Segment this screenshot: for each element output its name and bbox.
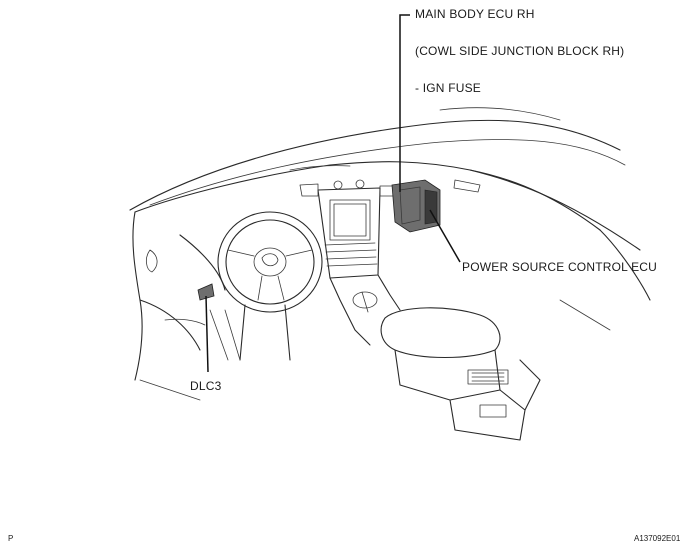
main-body-ecu-part [391, 179, 441, 233]
dashboard-drawing [129, 107, 651, 441]
corner-marker-label: P [8, 534, 13, 543]
power-source-ecu-label: POWER SOURCE CONTROL ECU [462, 260, 657, 274]
ign-fuse-label: - IGN FUSE [415, 81, 481, 95]
dlc3-label: DLC3 [190, 379, 222, 393]
cowl-side-junction-label: (COWL SIDE JUNCTION BLOCK RH) [415, 44, 624, 58]
figure-code-label: A137092E01 [634, 534, 681, 543]
dlc3-connector-part [197, 283, 215, 301]
main-body-ecu-label: MAIN BODY ECU RH [415, 7, 535, 21]
main-body-ecu-leader [399, 14, 410, 192]
power-source-ecu-leader [429, 209, 461, 263]
dlc3-leader [205, 295, 209, 373]
